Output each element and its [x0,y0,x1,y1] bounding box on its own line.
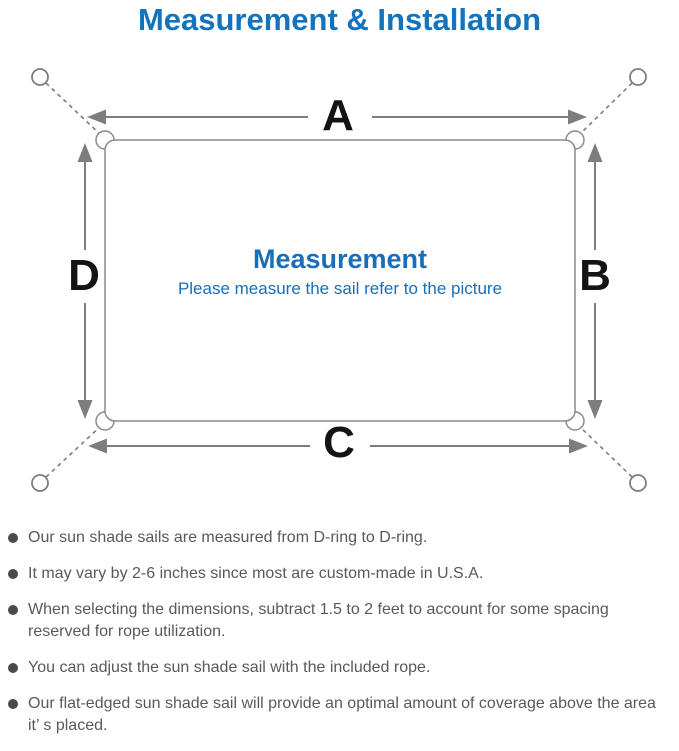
diagram-center-title: Measurement [252,244,428,274]
note-text: Our flat-edged sun shade sail will provi… [28,695,656,734]
notes-list: Our sun shade sails are measured from D-… [8,527,671,751]
tether-line-top-left [45,82,103,137]
sail-diagram-graphic [31,68,647,492]
measurement-diagram: A B C D Measurement Please measure the s… [31,68,647,492]
list-item: When selecting the dimensions, subtract … [8,599,671,643]
dimension-arrow-c [88,438,588,454]
sail-outline [104,139,576,422]
diagram-center-subtitle: Please measure the sail refer to the pic… [177,279,503,298]
dimension-arrow-d [77,143,93,419]
note-text: You can adjust the sun shade sail with t… [28,659,431,676]
bullet-dot-icon [8,569,18,579]
dimension-label-b: B [579,251,611,300]
note-text: It may vary by 2-6 inches since most are… [28,565,484,582]
bullet-dot-icon [8,699,18,709]
anchor-ring-icon-top-left [31,68,49,86]
list-item: It may vary by 2-6 inches since most are… [8,563,671,585]
note-text: When selecting the dimensions, subtract … [28,601,609,640]
dimension-label-a: A [322,91,354,140]
anchor-ring-icon-bottom-right [629,474,647,492]
dimension-arrow-b [587,143,603,419]
bullet-dot-icon [8,533,18,543]
dimension-label-c: C [323,418,355,467]
anchor-ring-icon-bottom-left [31,474,49,492]
dimension-label-d: D [68,251,100,300]
page-title: Measurement & Installation [137,2,542,37]
note-text: Our sun shade sails are measured from D-… [28,529,428,546]
tether-line-bottom-right [577,424,633,478]
anchor-ring-icon-top-right [629,68,647,86]
dimension-arrow-a [87,109,587,125]
list-item: Our flat-edged sun shade sail will provi… [8,693,671,737]
list-item: You can adjust the sun shade sail with t… [8,657,671,679]
tether-line-bottom-left [45,424,103,478]
bullet-dot-icon [8,663,18,673]
tether-line-top-right [577,82,633,137]
bullet-dot-icon [8,605,18,615]
list-item: Our sun shade sails are measured from D-… [8,527,671,549]
